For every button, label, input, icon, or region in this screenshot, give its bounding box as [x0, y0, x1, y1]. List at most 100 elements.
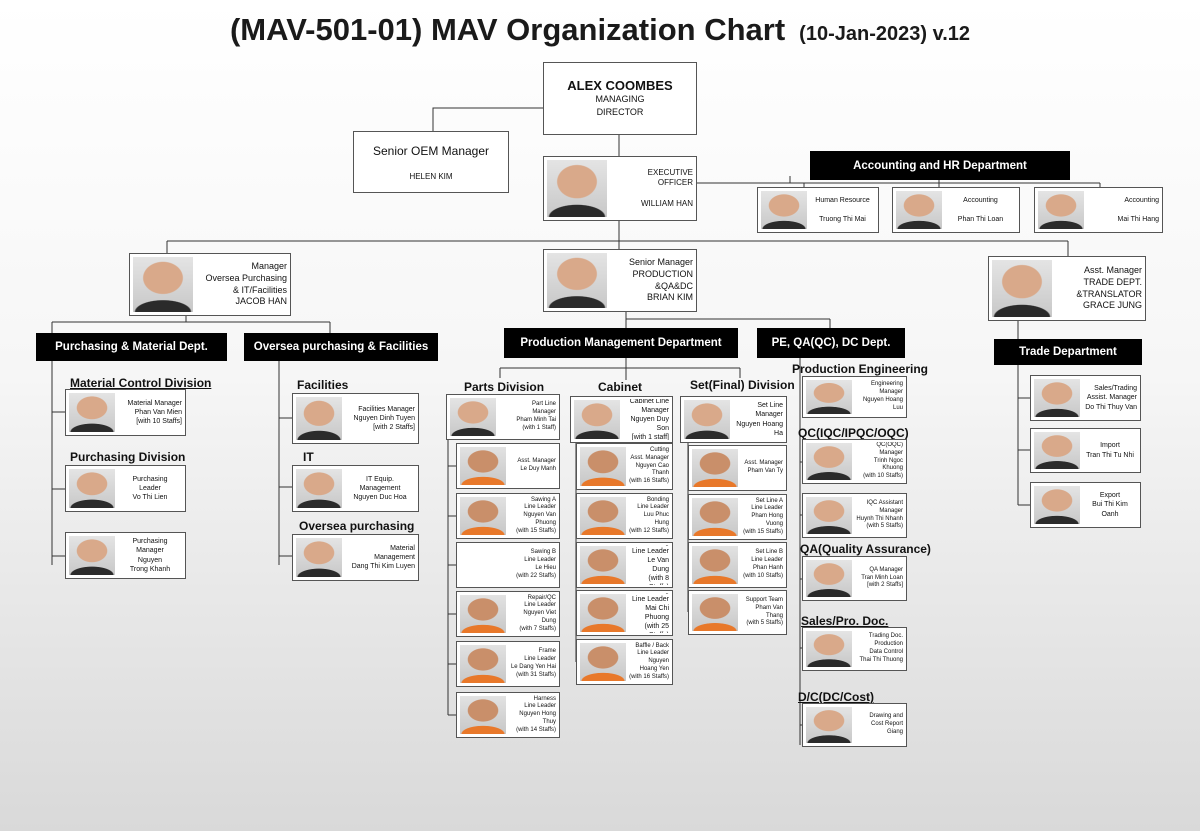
pe-staff-card: IQC Assistant Manager Huynh Thi Nhanh (w…: [802, 493, 907, 538]
purchasing-staff-card: Purchasing Manager Nguyen Trong Khanh: [65, 532, 186, 579]
staff-photo: [460, 696, 506, 734]
set-staff-card: Set Line A Line Leader Pham Hong Vuong (…: [688, 494, 787, 540]
oversea-staff-text: Facilities Manager Nguyen Dinh Tuyen [wi…: [353, 405, 415, 432]
pe-staff-card: Engineering Manager Nguyen Hoang Luu: [802, 376, 907, 418]
accounting-staff-text: Accounting Mai Thi Hang: [1117, 197, 1159, 223]
pe-qa-dc-header: PE, QA(QC), DC Dept.: [757, 328, 905, 358]
set-staff-text: Set Line A Line Leader Pham Hong Vuong (…: [743, 497, 783, 535]
trade-staff-text: Export Bui Thi Kim Oanh: [1092, 492, 1128, 518]
qa-label: QA(Quality Assurance): [800, 542, 931, 556]
accounting-staff-card: Human Resource Truong Thi Mai: [757, 187, 879, 233]
sales-pro-doc-label: Sales/Pro. Doc.: [801, 614, 889, 628]
manager-grace-card: Asst. Manager TRADE DEPT. &TRANSLATOR GR…: [988, 256, 1146, 321]
accounting-hr-header: Accounting and HR Department: [810, 151, 1070, 180]
staff-photo: [460, 645, 506, 683]
staff-photo: [69, 536, 115, 575]
accounting-staff-text: Accounting Phan Thi Loan: [957, 197, 1004, 223]
staff-photo: [296, 397, 342, 440]
parts-staff-card: Asst. Manager Le Duy Manh: [456, 443, 560, 489]
staff-photo: [806, 443, 852, 480]
manager-photo: [133, 257, 193, 312]
parts-staff-text: Harness Line Leader Nguyen Hong Thuy (wi…: [516, 695, 556, 733]
chart-title: (MAV-501-01) MAV Organization Chart(10-J…: [0, 12, 1200, 48]
parts-staff-text: Sawing B Line Leader Le Hieu (with 22 St…: [516, 549, 556, 579]
oversea-staff-text: Material Management Dang Thi Kim Luyen: [351, 544, 415, 571]
cabinet-staff-text: Cabinet Line Manager Nguyen Duy Son [wit…: [629, 399, 669, 440]
staff-photo: [69, 469, 115, 508]
manager-jacob-card: Manager Oversea Purchasing & IT/Faciliti…: [129, 253, 291, 316]
purchasing-staff-card: Purchasing Leader Vo Thi Lien: [65, 465, 186, 512]
parts-staff-card: Sawing B Line Leader Le Hieu (with 22 St…: [456, 542, 560, 588]
manager-photo: [992, 260, 1052, 317]
managing-director-name: ALEX COOMBES: [567, 78, 673, 94]
cabinet-staff-text: Sanding Line Leader Le Van Dung (with 8 …: [632, 545, 669, 585]
trade-department-header: Trade Department: [994, 339, 1142, 365]
staff-photo: [574, 400, 620, 439]
purchasing-material-header: Purchasing & Material Dept.: [36, 333, 227, 361]
manager-brian-text: Senior Manager PRODUCTION &QA&DC BRIAN K…: [628, 257, 693, 303]
executive-officer-text: EXECUTIVE OFFICER WILLIAM HAN: [640, 167, 693, 208]
manager-grace-text: Asst. Manager TRADE DEPT. &TRANSLATOR GR…: [1076, 265, 1142, 311]
parts-staff-card: Repair/QC Line Leader Nguyen Viet Dung (…: [456, 591, 560, 637]
set-staff-text: Set Line B Line Leader Phan Hanh (with 1…: [743, 549, 783, 579]
staff-photo: [761, 191, 807, 229]
oversea-purchasing-label: Oversea purchasing: [299, 519, 415, 533]
staff-photo: [806, 707, 852, 743]
staff-photo: [692, 498, 738, 536]
staff-photo: [1034, 432, 1080, 469]
staff-photo: [460, 447, 506, 485]
parts-staff-text: Repair/QC Line Leader Nguyen Viet Dung (…: [519, 594, 556, 632]
pe-staff-text: QC(OQC) Manager Trinh Ngoc Khuong (with …: [863, 442, 903, 480]
purchasing-staff-text: Material Manager Phan Van Mien [with 10 …: [127, 399, 182, 426]
pe-staff-card: QC(OQC) Manager Trinh Ngoc Khuong (with …: [802, 439, 907, 484]
trade-staff-card: Export Bui Thi Kim Oanh: [1030, 482, 1141, 528]
cabinet-staff-card: Sanding Line Leader Le Van Dung (with 8 …: [576, 542, 673, 588]
staff-photo: [806, 497, 852, 534]
cabinet-staff-card: Cutting Asst. Manager Nguyen Cao Thanh (…: [576, 443, 673, 490]
pe-staff-text: Trading Doc. Production Data Control Tha…: [859, 633, 903, 663]
pe-staff-text: IQC Assistant Manager Huynh Thi Nhanh (w…: [856, 499, 903, 530]
set-staff-text: Set Line Manager Nguyen Hoang Ha: [736, 402, 783, 437]
senior-oem-manager-name: HELEN KIM: [409, 171, 453, 181]
qc-label: QC(IQC/IPQC/OQC): [798, 426, 909, 440]
staff-photo: [896, 191, 942, 229]
staff-photo: [684, 400, 730, 439]
cabinet-staff-text: Covering Line Leader Mai Chi Phuong (wit…: [632, 593, 669, 633]
parts-staff-card: Frame Line Leader Le Dang Yen Hai (with …: [456, 641, 560, 687]
parts-staff-card: Harness Line Leader Nguyen Hong Thuy (wi…: [456, 692, 560, 738]
staff-photo: [460, 497, 506, 535]
staff-photo: [692, 594, 738, 631]
cabinet-staff-text: Baffle / Back Line Leader Nguyen Hoang Y…: [629, 642, 669, 680]
parts-staff-text: Frame Line Leader Le Dang Yen Hai (with …: [510, 648, 556, 678]
cabinet-staff-text: Bonding Line Leader Luu Phuc Hung (with …: [629, 496, 669, 534]
parts-staff-card: Part Line Manager Pham Minh Tai (with 1 …: [446, 394, 560, 440]
facilities-label: Facilities: [297, 378, 349, 392]
pe-staff-card: QA Manager Tran Minh Loan [with 2 Staffs…: [802, 556, 907, 601]
accounting-staff-card: Accounting Mai Thi Hang: [1034, 187, 1163, 233]
parts-staff-card: Sawing A Line Leader Nguyen Van Phuong (…: [456, 493, 560, 539]
it-label: IT: [303, 450, 314, 464]
parts-staff-text: Part Line Manager Pham Minh Tai (with 1 …: [516, 401, 556, 431]
cabinet-staff-card: Baffle / Back Line Leader Nguyen Hoang Y…: [576, 639, 673, 685]
oversea-staff-card: Material Management Dang Thi Kim Luyen: [292, 534, 419, 581]
accounting-staff-card: Accounting Phan Thi Loan: [892, 187, 1020, 233]
material-control-label: Material Control Division: [70, 376, 212, 390]
cabinet-label: Cabinet: [598, 380, 643, 394]
cabinet-staff-card: Cabinet Line Manager Nguyen Duy Son [wit…: [570, 396, 673, 443]
executive-officer-photo: [547, 160, 607, 217]
set-staff-card: Support Team Pham Van Thang (with 5 Staf…: [688, 590, 787, 635]
cabinet-staff-card: Bonding Line Leader Luu Phuc Hung (with …: [576, 493, 673, 539]
manager-jacob-text: Manager Oversea Purchasing & IT/Faciliti…: [205, 261, 287, 307]
cabinet-staff-card: Covering Line Leader Mai Chi Phuong (wit…: [576, 590, 673, 636]
oversea-staff-card: Facilities Manager Nguyen Dinh Tuyen [wi…: [292, 393, 419, 444]
staff-photo: [580, 447, 626, 486]
set-staff-text: Support Team Pham Van Thang (with 5 Staf…: [745, 596, 783, 627]
parts-staff-text: Sawing A Line Leader Nguyen Van Phuong (…: [516, 496, 556, 534]
pe-staff-card: Trading Doc. Production Data Control Tha…: [802, 627, 907, 671]
staff-photo: [692, 546, 738, 584]
production-engineering-label: Production Engineering: [792, 362, 929, 376]
manager-brian-card: Senior Manager PRODUCTION &QA&DC BRIAN K…: [543, 249, 697, 312]
staff-photo: [1034, 379, 1080, 417]
accounting-staff-text: Human Resource Truong Thi Mai: [815, 197, 870, 223]
trade-staff-card: Import Tran Thi Tu Nhi: [1030, 428, 1141, 473]
